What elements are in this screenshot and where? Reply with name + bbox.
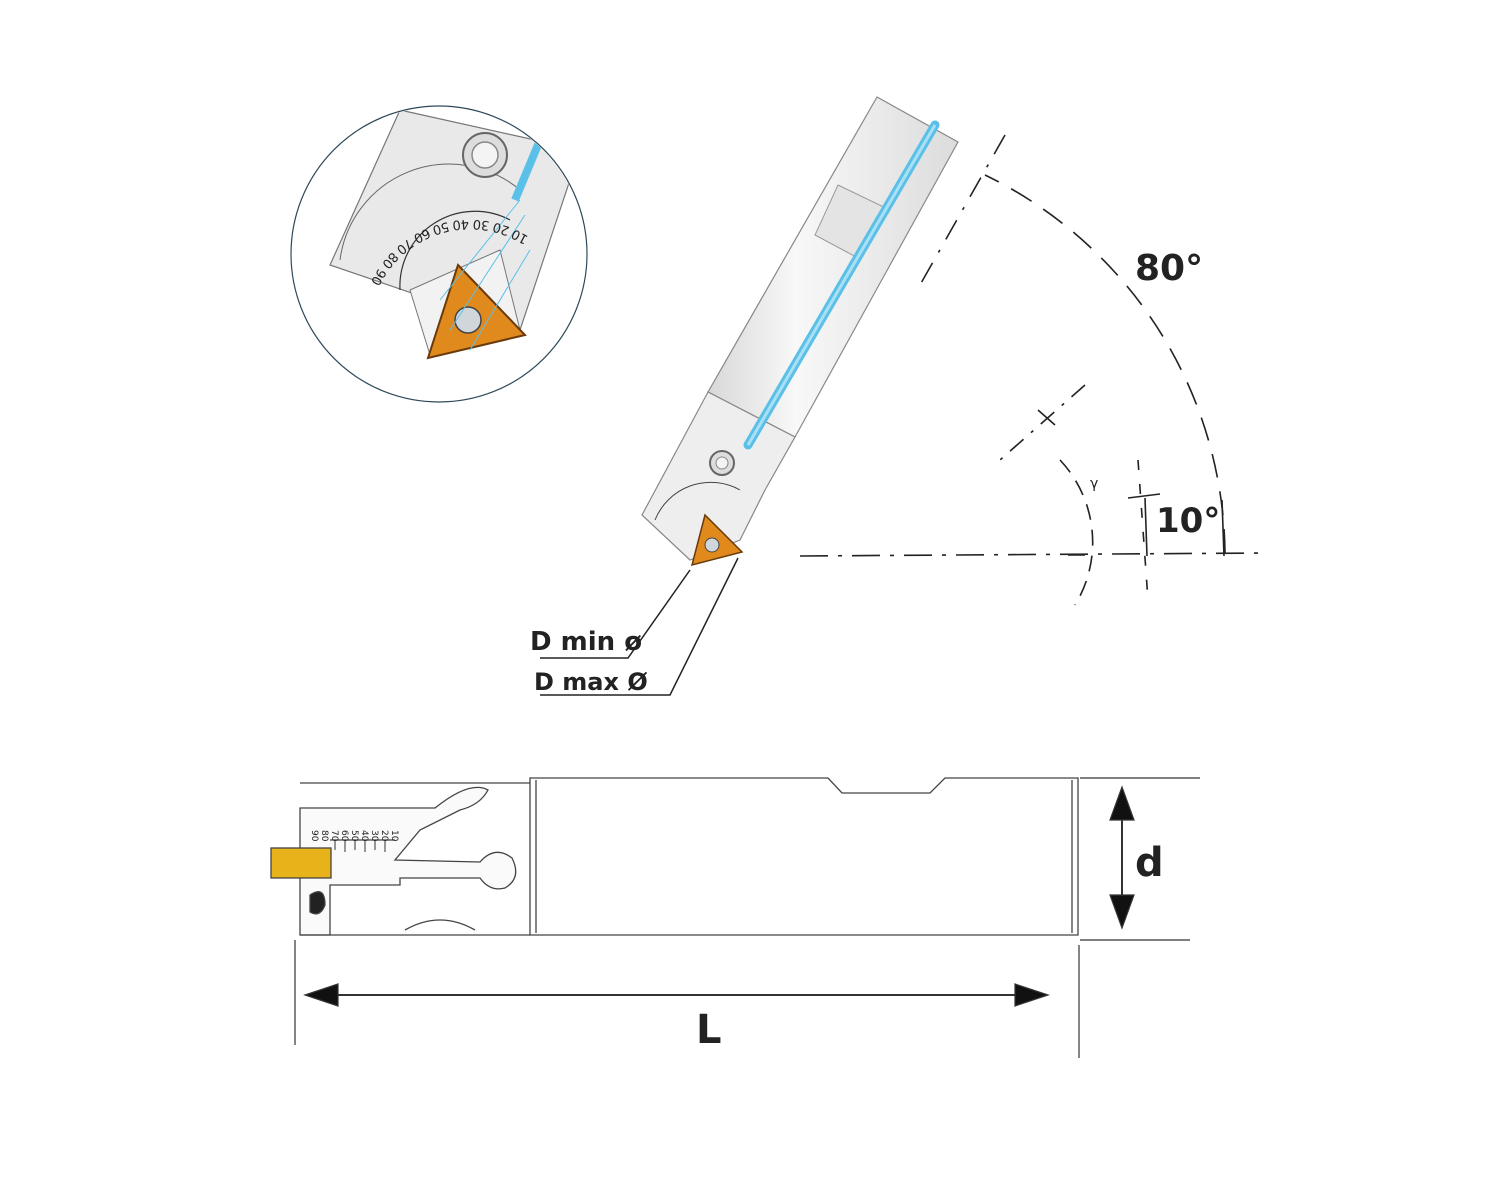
side-dial-number: 40 bbox=[359, 830, 369, 842]
side-dial-number: 60 bbox=[339, 830, 349, 842]
dial-scale-number: 20 bbox=[491, 219, 511, 238]
dial-scale bbox=[654, 481, 741, 521]
dial-scale-number: 10 bbox=[509, 225, 531, 246]
angle-80-label: 80° bbox=[1135, 248, 1203, 289]
side-dial-number: 70 bbox=[329, 830, 339, 842]
side-head bbox=[299, 786, 517, 936]
inset-dial-scale bbox=[399, 210, 511, 291]
side-dial-number: 50 bbox=[349, 830, 359, 842]
angle-10-label: 10° bbox=[1156, 501, 1220, 541]
diameter-dimension bbox=[1080, 777, 1200, 941]
horizontal-reference-line bbox=[799, 552, 1269, 557]
length-dimension bbox=[294, 940, 1080, 1058]
diameter-leaders bbox=[540, 557, 739, 696]
d-max-label: D max Ø bbox=[534, 668, 648, 696]
side-dial-number: 90 bbox=[309, 830, 319, 842]
angled-tool bbox=[641, 96, 959, 567]
side-shank bbox=[529, 777, 1079, 936]
inset-insert-screw-icon bbox=[454, 306, 482, 334]
arc-80 bbox=[984, 174, 1226, 554]
side-insert bbox=[270, 847, 332, 879]
dial-scale-number: 40 bbox=[452, 216, 470, 232]
side-dial-number: 20 bbox=[379, 830, 389, 842]
gamma-label: γ bbox=[1090, 476, 1098, 492]
shank-diameter-label: d bbox=[1135, 840, 1164, 886]
side-dial-number: 80 bbox=[319, 830, 329, 842]
dial-scale-number: 60 bbox=[411, 225, 433, 246]
dial-scale-number: 90 bbox=[367, 266, 388, 288]
side-dial-number: 30 bbox=[369, 830, 379, 842]
side-view-tool bbox=[299, 777, 1079, 936]
length-label: L bbox=[696, 1007, 722, 1053]
dial-scale-number: 50 bbox=[431, 218, 451, 237]
inset-coolant-channel bbox=[511, 138, 544, 202]
d-min-label: D min ø bbox=[530, 627, 642, 657]
dial-scale-number: 30 bbox=[472, 216, 490, 233]
insert-screw-icon bbox=[704, 537, 720, 553]
side-dial-number: 10 bbox=[389, 830, 399, 842]
angle-dimensions bbox=[799, 134, 1269, 606]
